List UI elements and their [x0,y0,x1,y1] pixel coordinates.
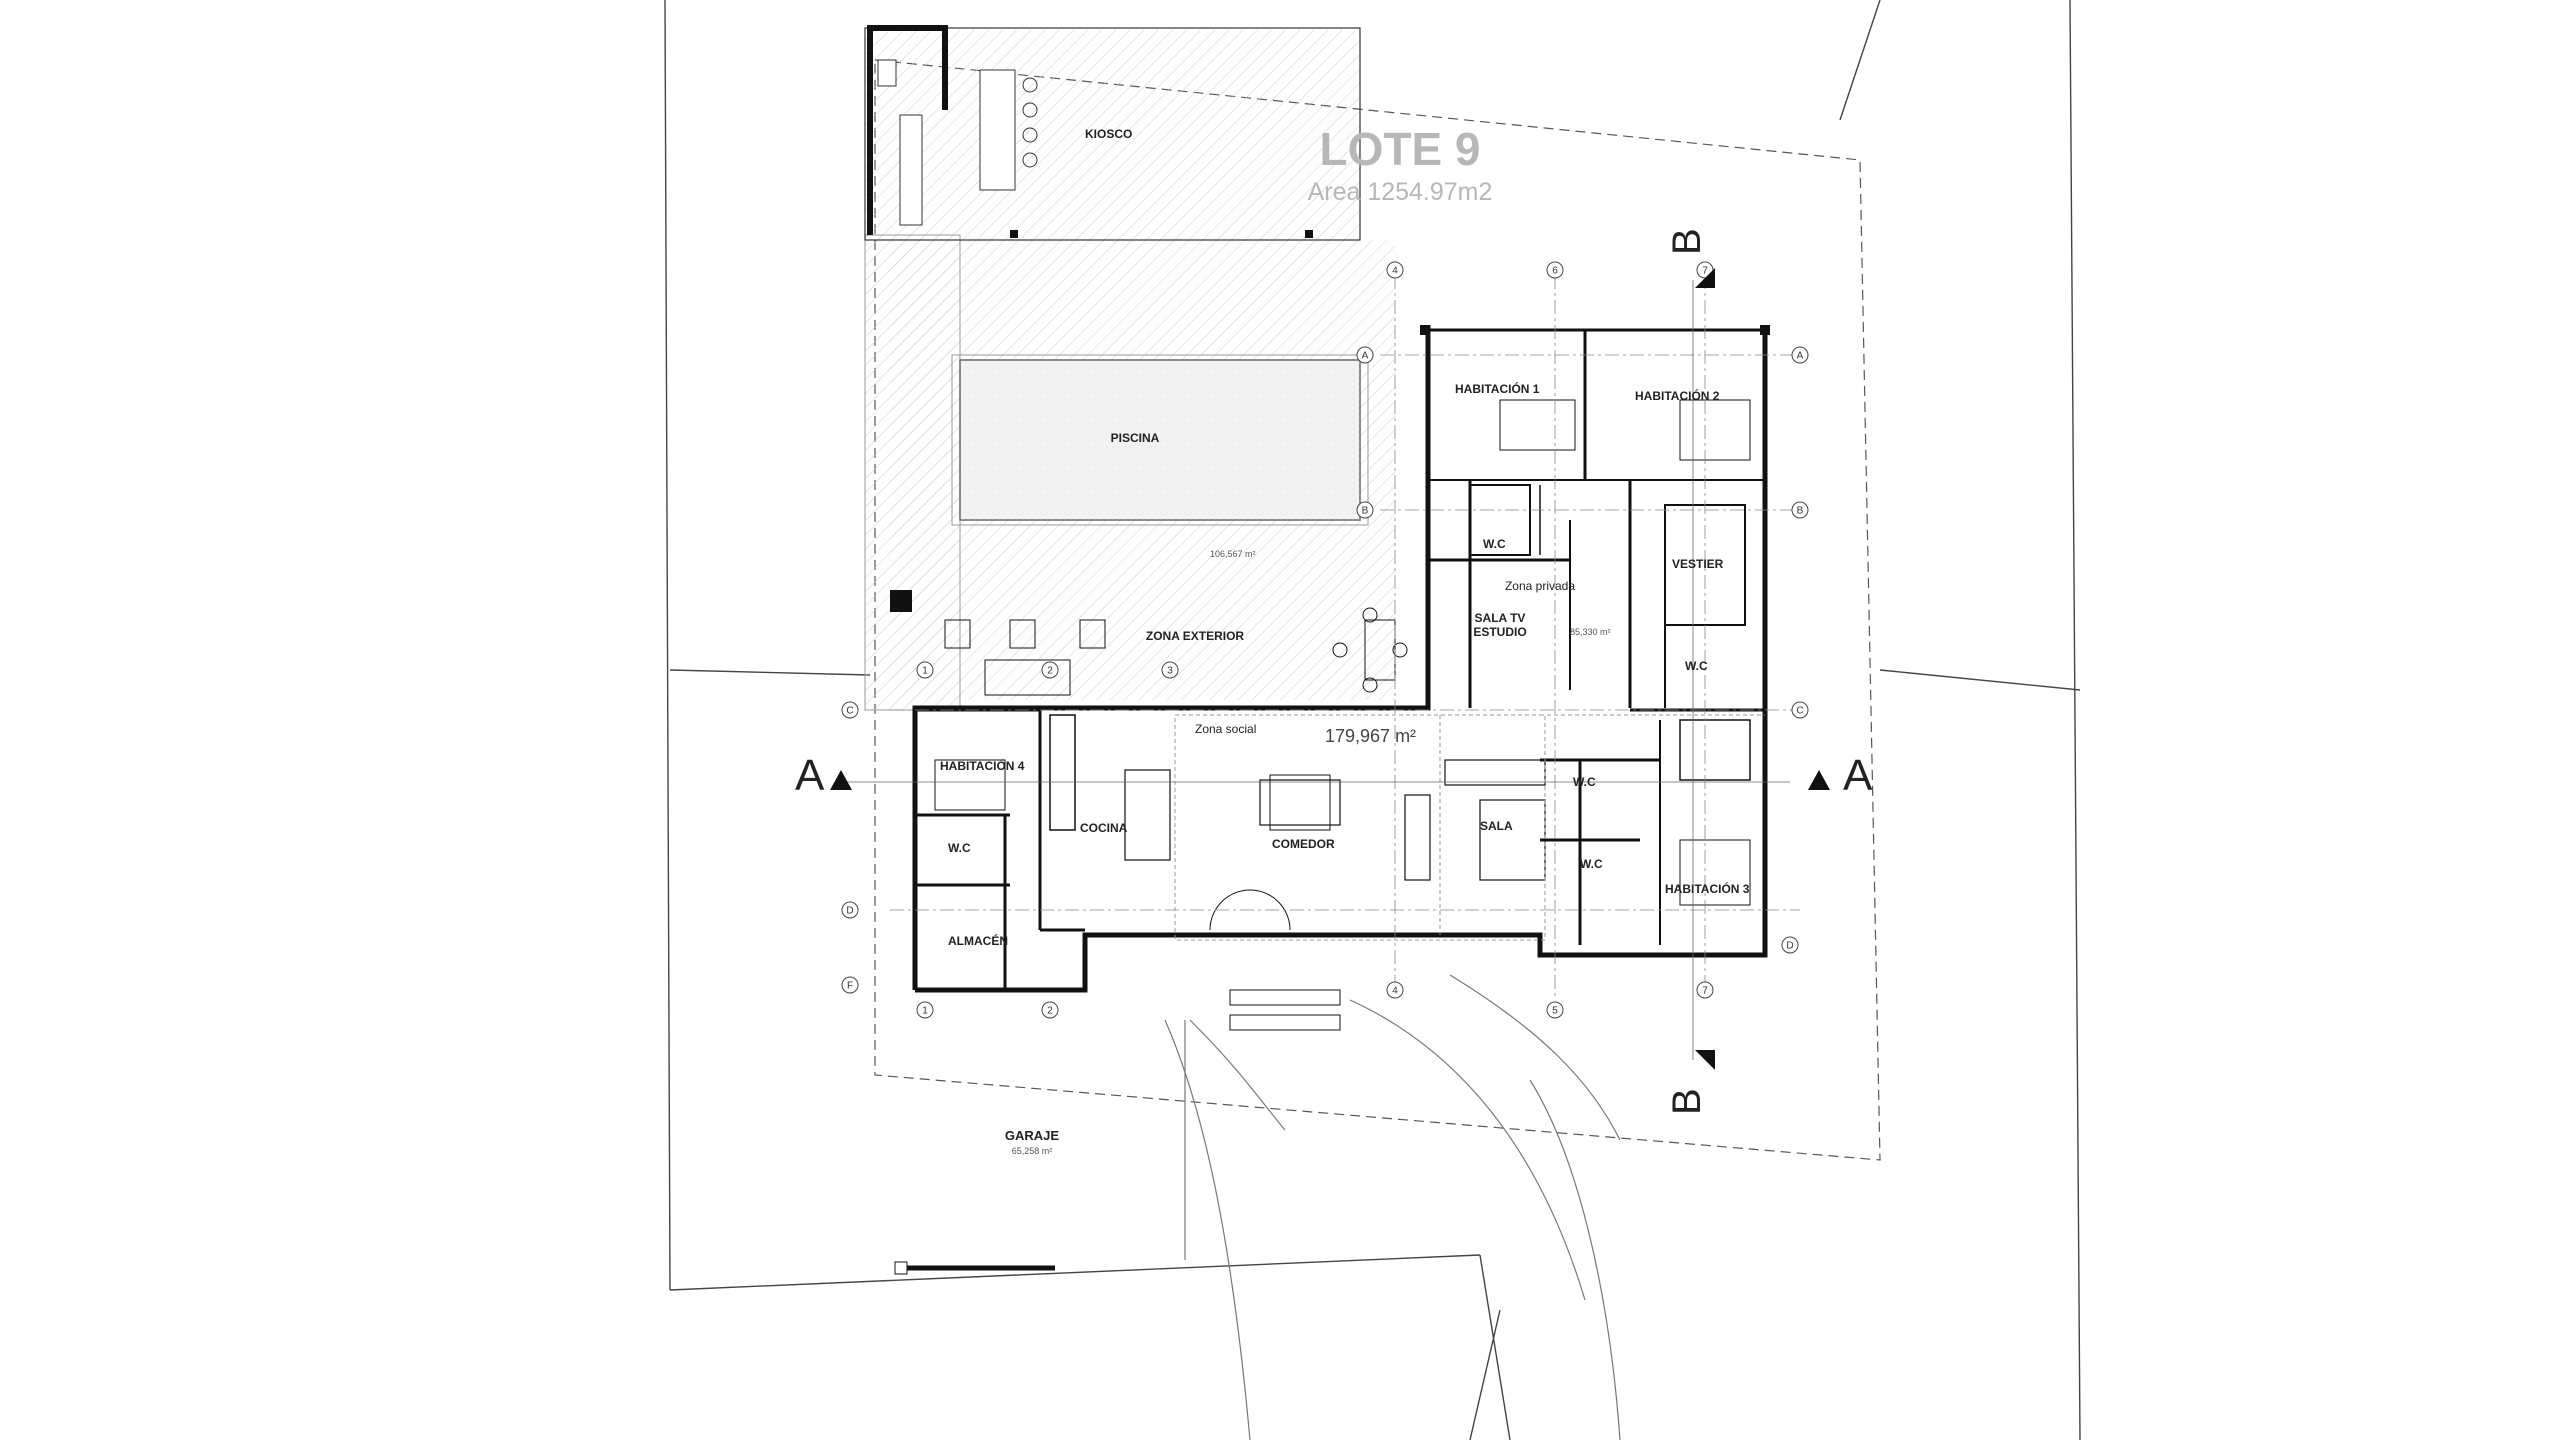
grid-row-b-right: B [1797,506,1804,517]
lot-boundary [664,0,2081,1440]
structure-markers [890,230,1770,612]
room-estudio: ESTUDIO [1473,625,1526,639]
section-a-right-arrow [1808,770,1830,790]
setback-line [874,59,1881,1161]
room-almacen: ALMACÉN [948,933,1008,948]
room-wc-2: W.C [1685,659,1708,673]
grid-col-5-bottom: 5 [1552,1006,1558,1017]
section-b-bottom-arrow [1695,1050,1715,1070]
room-habitacion-2: HABITACIÓN 2 [1635,388,1720,403]
grid-row-f-left: F [847,981,853,992]
lot-area: Area 1254.97m2 [1308,178,1493,206]
section-b-top-arrow [1695,268,1715,288]
section-a-left-arrow [830,770,852,790]
grid-col-6: 6 [1552,266,1558,277]
room-comedor: COMEDOR [1272,837,1335,851]
terrace [864,30,1395,711]
room-habitacion-4: HABITACIÓN 4 [940,758,1025,773]
grid-row-a-left: A [1362,351,1369,362]
grid-col-4-bottom: 4 [1392,986,1398,997]
grid-bubble-labels: 4 6 7 A B A B C C D D F 1 2 3 1 2 4 5 7 [846,266,1803,1017]
area-garaje: 65,258 m² [1012,1146,1053,1156]
grid-row-c-right: C [1796,706,1803,717]
grid-col-2-top: 2 [1047,666,1053,677]
grid-col-7: 7 [1702,266,1708,277]
grid-row-c-left: C [846,706,853,717]
section-b-bottom-label: B [1665,1088,1709,1115]
room-vestier: VESTIER [1672,557,1724,571]
section-a-right-label: A [1843,751,1873,800]
grid-bubbles [841,261,1809,1019]
area-exterior: 106,567 m² [1210,549,1256,559]
section-a-left-label: A [795,751,825,800]
grid-row-d-right: D [1786,941,1793,952]
room-sala-tv: SALA TV [1475,611,1526,625]
driveway [1164,974,1621,1440]
room-wc-1: W.C [1483,537,1506,551]
room-habitacion-1: HABITACIÓN 1 [1455,381,1540,396]
section-b-top-label: B [1665,228,1709,255]
room-zona-exterior: ZONA EXTERIOR [1146,629,1245,643]
room-sala: SALA [1480,819,1513,833]
kiosk [864,25,1361,241]
room-zona-social: Zona social [1195,722,1256,736]
grid-row-b-left: B [1362,506,1369,517]
room-wc-5: W.C [948,841,971,855]
room-labels: KIOSCO PISCINA ZONA EXTERIOR HABITACIÓN … [940,127,1750,1143]
room-cocina: COCINA [1080,821,1128,835]
grid-row-d-left: D [846,906,853,917]
grid-col-4: 4 [1392,266,1398,277]
area-labels: 179,967 m² 106,567 m² 85,330 m² 65,258 m… [1012,549,1611,1156]
room-wc-3: W.C [1573,775,1596,789]
grid-col-1-top: 1 [922,666,928,677]
grid-col-7-bottom: 7 [1702,986,1708,997]
grid-col-2-bottom: 2 [1047,1006,1053,1017]
room-garaje: GARAJE [1005,1128,1060,1143]
room-wc-4: W.C [1580,857,1603,871]
room-piscina: PISCINA [1111,431,1160,445]
area-social: 179,967 m² [1325,726,1416,746]
grid-row-a-right: A [1797,351,1804,362]
house-walls [894,325,1768,1275]
dashed-partitions [1174,714,1765,941]
area-privada: 85,330 m² [1570,627,1611,637]
room-zona-privada: Zona privada [1505,579,1575,593]
grid-col-1-bottom: 1 [922,1006,928,1017]
grid-col-3-top: 3 [1167,666,1173,677]
room-kiosco: KIOSCO [1085,127,1132,141]
section-markers [830,268,1830,1070]
grid-lines [835,275,1800,1060]
lot-title: LOTE 9 [1319,123,1480,175]
room-habitacion-3: HABITACIÓN 3 [1665,881,1750,896]
